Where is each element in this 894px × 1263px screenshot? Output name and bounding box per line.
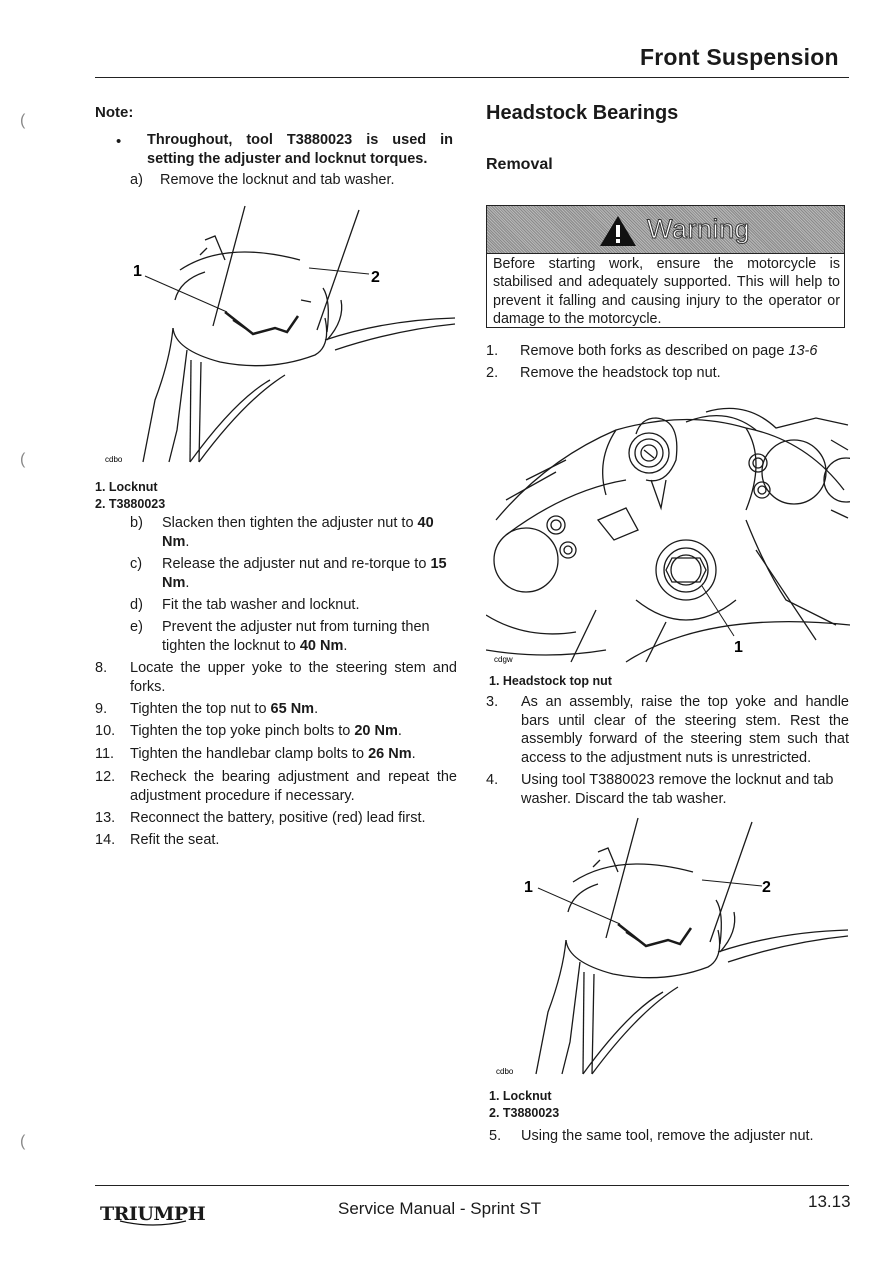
figure-caption: 2. T3880023 xyxy=(489,1106,560,1120)
callout-1: 1 xyxy=(133,263,142,280)
step-body: Tighten the handlebar clamp bolts to 26 … xyxy=(130,745,457,764)
step-end: . xyxy=(185,533,190,550)
figure-code: cdgw xyxy=(494,655,513,664)
step-text: Refit the seat. xyxy=(130,832,220,848)
figure-caption: 1. Locknut xyxy=(489,1089,552,1103)
figure-locknut-tool: 1 2 cdbo xyxy=(496,817,849,1076)
brand-logo: TRIUMPH xyxy=(100,1203,206,1225)
step-text: Using tool T3880023 remove the locknut a… xyxy=(521,772,834,807)
step-text: Tighten the handlebar clamp bolts to xyxy=(130,746,365,762)
step-text: Remove both forks as described on page xyxy=(520,343,785,359)
step-marker: a) xyxy=(130,172,143,188)
step-text: Recheck the bearing adjustment and repea… xyxy=(130,769,457,804)
step-text: Tighten the top nut to xyxy=(130,701,267,717)
step-body: Release the adjuster nut and re-torque t… xyxy=(162,555,460,592)
step-marker: b) xyxy=(130,515,143,531)
torque-value: 15 Nm xyxy=(162,556,447,591)
step-body: Prevent the adjuster nut from turning th… xyxy=(162,618,452,655)
step-body: Tighten the top nut to 65 Nm. xyxy=(130,700,457,719)
step-end: . xyxy=(343,637,348,654)
step-text: Prevent the adjuster nut from turning th… xyxy=(162,619,430,654)
note-label: Note: xyxy=(95,104,134,121)
warning-box: Warning Before starting work, ensure the… xyxy=(486,205,845,328)
section-heading: Headstock Bearings xyxy=(486,102,679,124)
step-marker: 5. xyxy=(489,1128,502,1144)
warning-header: Warning xyxy=(487,206,844,254)
page-number: 13.13 xyxy=(808,1192,851,1211)
warning-text: Before starting work, ensure the motorcy… xyxy=(493,256,840,327)
figure-code: cdbo xyxy=(496,1067,514,1076)
bullet-icon: • xyxy=(116,133,122,150)
warning-icon xyxy=(600,216,636,246)
footer-rule xyxy=(95,1185,849,1187)
step-end: . xyxy=(397,723,402,739)
torque-value: 40 Nm xyxy=(299,637,344,654)
step-body: Slacken then tighten the adjuster nut to… xyxy=(162,514,460,551)
figure-caption: 2. T3880023 xyxy=(95,497,166,511)
step-marker: 4. xyxy=(486,772,499,788)
step-text: Remove the locknut and tab washer. xyxy=(160,172,395,188)
step-marker: 3. xyxy=(486,694,499,710)
step-marker: e) xyxy=(130,619,143,635)
page-ref: 13-6 xyxy=(788,343,818,359)
figure-top-yoke: 1 cdgw xyxy=(486,407,850,664)
step-text: Using the same tool, remove the adjuster… xyxy=(521,1128,814,1144)
callout-1: 1 xyxy=(734,639,743,656)
figure-caption: 1. Headstock top nut xyxy=(489,674,612,688)
callout-2: 2 xyxy=(371,269,380,286)
step-marker: 2. xyxy=(486,365,499,381)
step-end: . xyxy=(314,701,319,717)
step-text: Slacken then tighten the adjuster nut to xyxy=(162,515,414,531)
figure-locknut-tool: 1 2 cdbo xyxy=(105,205,456,464)
step-marker: 8. xyxy=(95,660,108,676)
binder-mark: ( xyxy=(20,451,26,468)
figure-code: cdbo xyxy=(105,455,123,464)
step-marker: d) xyxy=(130,597,143,613)
step-marker: c) xyxy=(130,556,143,572)
step-marker: 9. xyxy=(95,701,108,717)
torque-value: 65 Nm xyxy=(270,701,315,717)
torque-value: 20 Nm xyxy=(354,723,398,739)
step-text: Reconnect the battery, positive (red) le… xyxy=(130,810,426,826)
callout-1: 1 xyxy=(524,879,533,896)
binder-mark: ( xyxy=(20,1133,26,1150)
step-marker: 1. xyxy=(486,343,499,359)
step-marker: 13. xyxy=(95,810,116,826)
step-end: . xyxy=(185,574,190,591)
step-text: Tighten the top yoke pinch bolts to xyxy=(130,723,351,739)
step-marker: 10. xyxy=(95,723,116,739)
figure-caption: 1. Locknut xyxy=(95,480,158,494)
step-text: Release the adjuster nut and re-torque t… xyxy=(162,556,427,572)
page-title: Front Suspension xyxy=(640,44,839,70)
step-marker: 11. xyxy=(95,746,115,762)
step-text: Locate the upper yoke to the steering st… xyxy=(130,660,457,695)
manual-title: Service Manual - Sprint ST xyxy=(338,1199,542,1218)
note-bullet: Throughout, tool T3880023 is used in set… xyxy=(147,132,453,167)
warning-title: Warning xyxy=(646,214,751,245)
step-end: . xyxy=(411,746,416,762)
header-rule xyxy=(95,77,849,79)
step-text: As an assembly, raise the top yoke and h… xyxy=(521,694,849,766)
logo-swoosh-icon xyxy=(119,1220,187,1226)
callout-2: 2 xyxy=(762,879,771,896)
torque-value: 40 Nm xyxy=(162,515,434,550)
step-text: Remove the headstock top nut. xyxy=(520,365,721,381)
section-subheading: Removal xyxy=(486,156,553,173)
step-body: Tighten the top yoke pinch bolts to 20 N… xyxy=(130,722,457,741)
step-body: Remove both forks as described on page 1… xyxy=(520,342,850,361)
step-text: Fit the tab washer and locknut. xyxy=(162,597,360,613)
step-marker: 12. xyxy=(95,769,116,785)
step-marker: 14. xyxy=(95,832,116,848)
binder-mark: ( xyxy=(20,112,26,129)
torque-value: 26 Nm xyxy=(368,746,412,762)
